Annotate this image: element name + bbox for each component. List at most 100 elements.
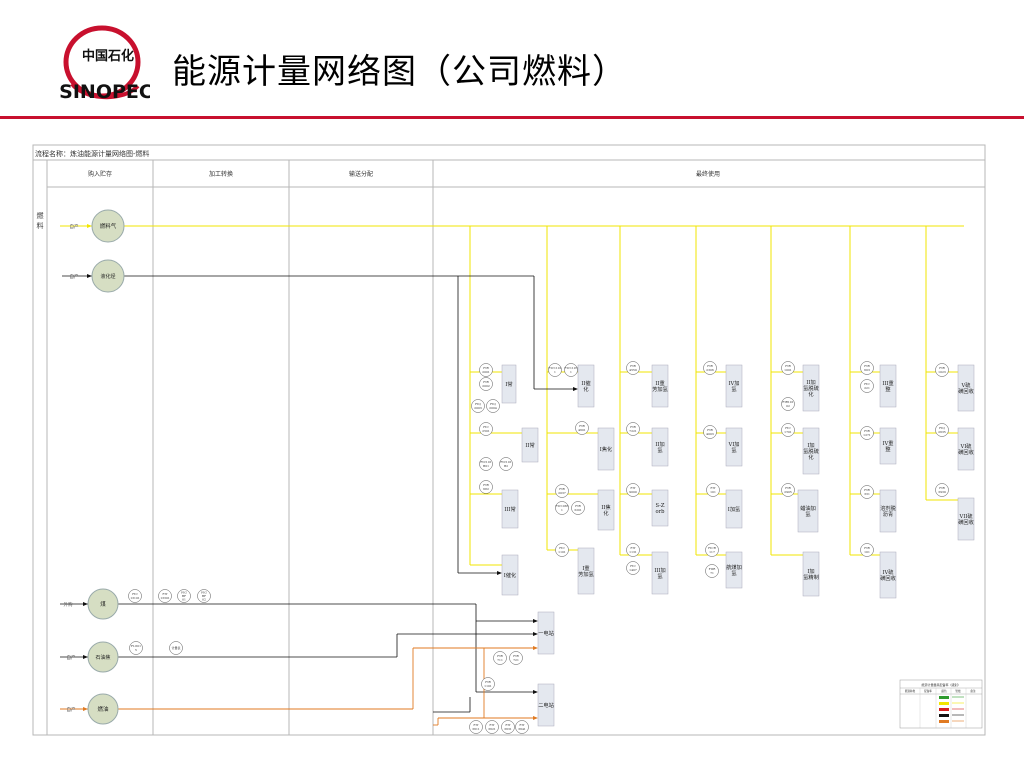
svg-text:煤: 煤 [100, 600, 106, 608]
process-units: I常II常III常I催化II催化I焦化II焦化I重芳加氢II重芳加氢II加氢S-… [501, 364, 975, 727]
source-node-liquefied-hydrocarbon: 液化烃 [91, 259, 125, 293]
column-header-purchase: 购入贮存 [88, 170, 112, 178]
legend-header: 颜色 [941, 689, 947, 693]
legend-swatch [939, 720, 949, 723]
diagram-frame [32, 144, 986, 736]
svg-text:SINOPEC: SINOPEC [59, 81, 150, 103]
column-header-end-use: 最终使用 [696, 170, 720, 178]
source-node-coal: 煤 [87, 588, 119, 620]
unit-label: VI加氢 [728, 440, 740, 454]
unit-label: I重芳加氢 [578, 564, 594, 578]
unit-label: VII硫磺回收 [958, 512, 974, 526]
unit-box: I常 [501, 364, 517, 404]
unit-label: III加氢 [654, 566, 665, 580]
svg-text:石油焦: 石油焦 [95, 654, 110, 661]
source-node-heavy-oil: 燃油 [87, 693, 119, 725]
unit-label: 一电站 [538, 629, 554, 637]
unit-label: II加氢 [655, 440, 664, 454]
unit-box: IV加氢 [725, 364, 743, 408]
unit-label: 蜡油加氢 [800, 504, 816, 518]
svg-text:液化烃: 液化烃 [100, 273, 115, 280]
unit-box: III加氢 [651, 551, 669, 595]
unit-label: III常 [504, 505, 515, 513]
unit-box: 蜡油加氢 [797, 489, 819, 533]
unit-label: IV重整 [883, 439, 894, 453]
unit-label: II催化 [581, 379, 590, 393]
legend-header: 管线 [955, 689, 961, 693]
column-header-conversion: 加工转换 [209, 170, 233, 178]
unit-box: I加氢脱硫化 [802, 427, 820, 475]
unit-label: II焦化 [601, 503, 610, 517]
unit-box: I加氢 [725, 489, 743, 529]
svg-text:燃料气: 燃料气 [100, 222, 117, 230]
legend-header: 能源种类 [905, 689, 916, 693]
unit-box: III重整 [879, 364, 897, 408]
source-node-petroleum-coke: 石油焦 [87, 641, 119, 673]
svg-text:燃油: 燃油 [97, 705, 109, 713]
legend-swatch [939, 714, 949, 717]
source-tag: 外购 [64, 601, 73, 608]
legend-swatch [939, 702, 949, 705]
unit-box: II催化 [577, 364, 595, 408]
legend-swatch [939, 708, 949, 711]
meter-tag: 计量表 [171, 645, 180, 650]
legend-swatch [939, 696, 949, 699]
lane-label-char: 料 [37, 221, 44, 230]
unit-box: VI加氢 [725, 427, 743, 467]
unit-box: IV重整 [879, 427, 897, 465]
unit-box: 航煤加氢 [725, 551, 743, 589]
source-tag: 自产 [67, 654, 76, 661]
flow-name: 流程名称：炼油能源计量网络图-燃料 [35, 149, 149, 158]
arrowheads [83, 224, 578, 720]
unit-box: II加氢 [651, 427, 669, 467]
unit-label: 溶剂脱沥青 [880, 504, 896, 518]
unit-label: V硫磺回收 [958, 381, 974, 395]
unit-box: IV硫磺回收 [879, 551, 897, 599]
